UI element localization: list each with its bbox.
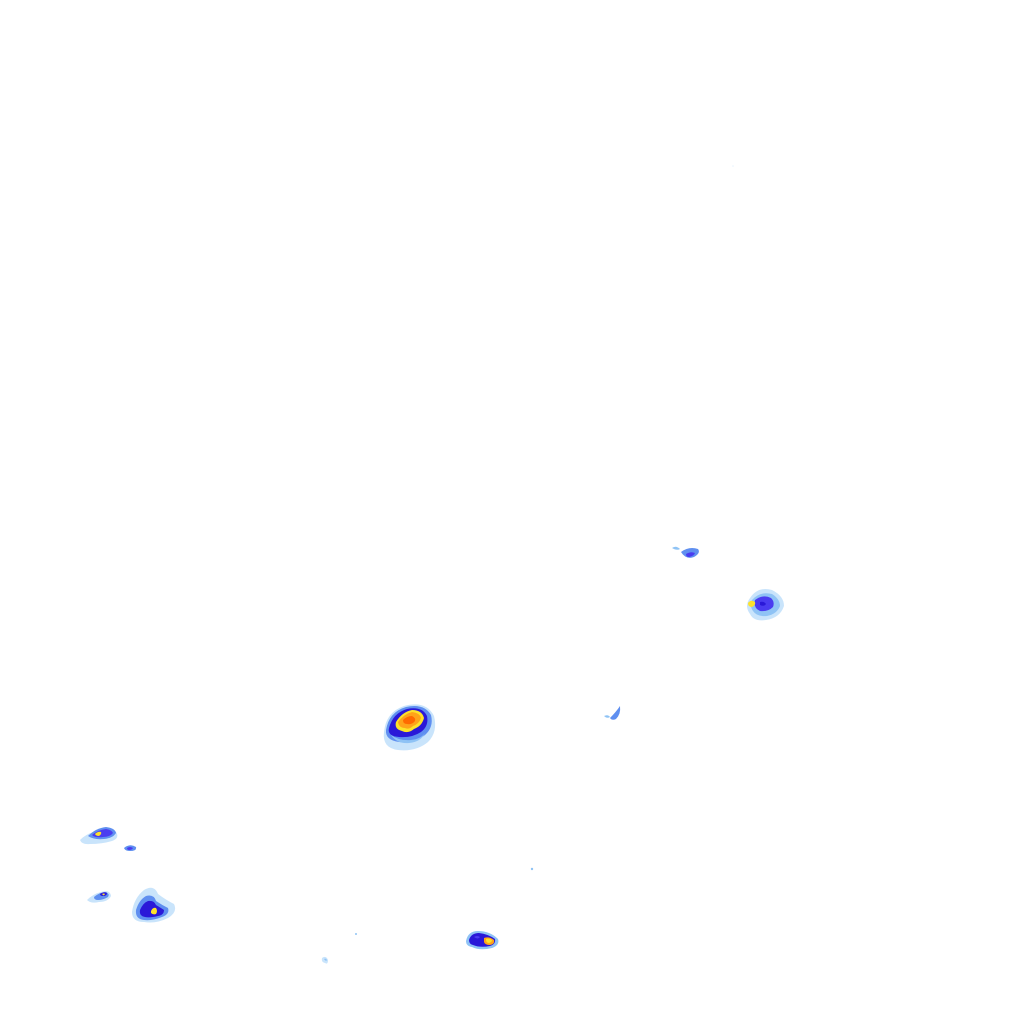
precip-echo-southwest-lower [132,887,176,923]
precip-echo-mid-east-streak [604,706,621,720]
precip-echo-south-trace [321,956,328,964]
precip-echo-central [383,704,436,751]
precip-echo-northeast-small [672,546,699,558]
precip-echo-southwest-upper [80,827,118,845]
precip-specks [355,165,734,935]
precip-echo-east [747,589,784,621]
precip-echo-southwest-upper-satellite [124,845,137,851]
precip-echo-south [466,931,499,950]
precip-echo-southwest-lower-small [87,891,111,903]
